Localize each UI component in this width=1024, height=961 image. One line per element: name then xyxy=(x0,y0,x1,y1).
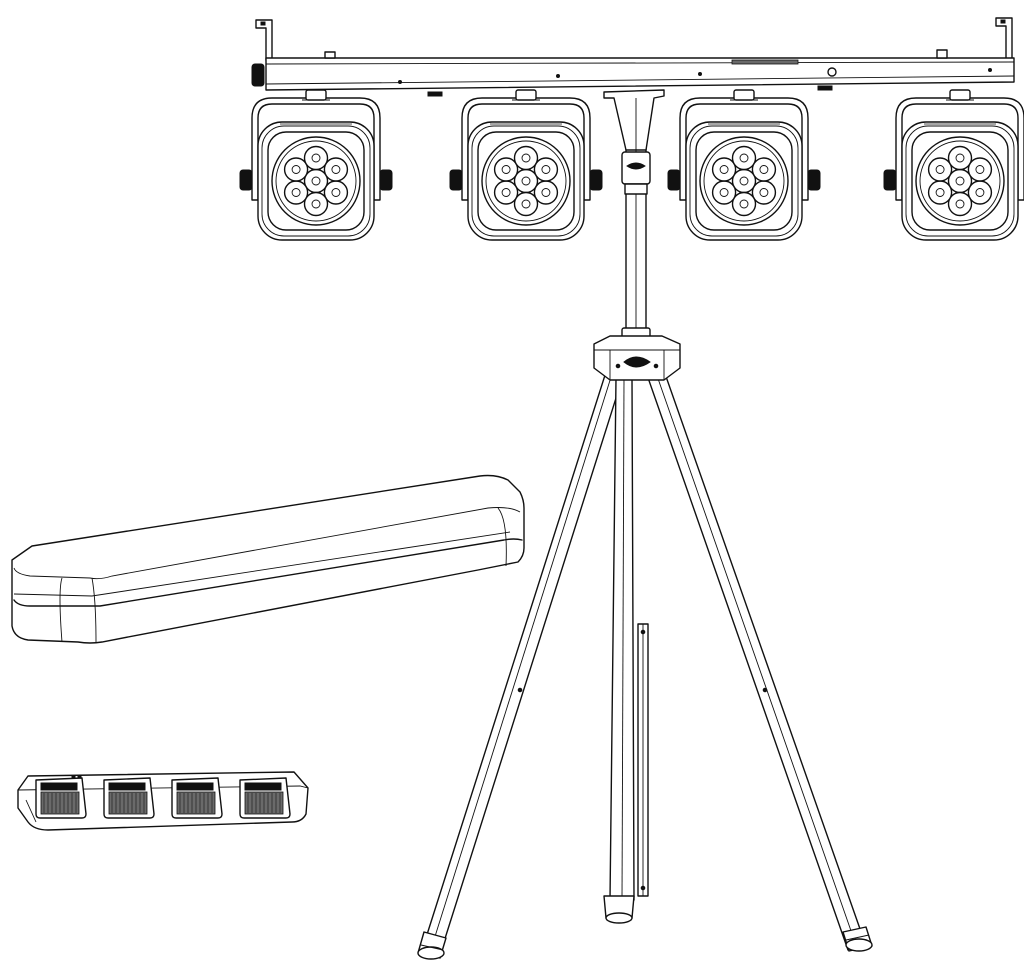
footswitch xyxy=(17,771,309,831)
led-lens-icon xyxy=(731,191,757,217)
led-lens-icon xyxy=(947,191,973,217)
footswitch-pedal xyxy=(103,777,155,819)
led-lens-icon xyxy=(731,168,757,194)
led-lens-icon xyxy=(283,157,309,182)
tripod-brace xyxy=(637,623,649,897)
tripod-leg-center xyxy=(603,377,635,924)
footswitch-pedal xyxy=(35,777,87,819)
led-lens-icon xyxy=(513,145,539,171)
led-lens-icon xyxy=(323,180,349,205)
led-lens-icon xyxy=(927,157,953,182)
led-lens-icon xyxy=(731,145,757,171)
tripod-stand xyxy=(417,147,873,960)
par-fixtures xyxy=(239,89,1024,241)
led-lens-icon xyxy=(751,180,777,205)
par-can-icon xyxy=(449,89,603,241)
par-can-icon xyxy=(239,89,393,241)
led-lens-icon xyxy=(947,168,973,194)
par-can-icon xyxy=(883,89,1024,241)
led-lens-icon xyxy=(513,168,539,194)
led-lens-icon xyxy=(283,180,309,205)
led-lens-icon xyxy=(303,168,329,194)
tripod-leg-right xyxy=(645,367,873,952)
led-lens-icon xyxy=(711,180,737,205)
par-can-icon xyxy=(667,89,821,241)
led-lens-icon xyxy=(967,157,993,182)
led-lens-icon xyxy=(513,191,539,217)
tripod-leg-left xyxy=(417,371,624,960)
tripod-mast xyxy=(621,147,651,343)
footswitch-pedal xyxy=(239,777,291,819)
t-bar xyxy=(251,17,1015,151)
led-lens-icon xyxy=(947,145,973,171)
led-lens-icon xyxy=(533,180,559,205)
tripod-hub xyxy=(593,335,681,381)
led-lens-icon xyxy=(927,180,953,205)
led-lens-icon xyxy=(303,145,329,171)
led-lens-icon xyxy=(711,157,737,182)
led-lens-icon xyxy=(493,157,519,182)
led-lens-icon xyxy=(303,191,329,217)
led-lens-icon xyxy=(533,157,559,182)
carry-bag xyxy=(11,474,525,644)
led-lens-icon xyxy=(323,157,349,182)
led-lens-icon xyxy=(751,157,777,182)
led-lens-icon xyxy=(493,180,519,205)
led-lens-icon xyxy=(967,180,993,205)
footswitch-pedal xyxy=(171,777,223,819)
